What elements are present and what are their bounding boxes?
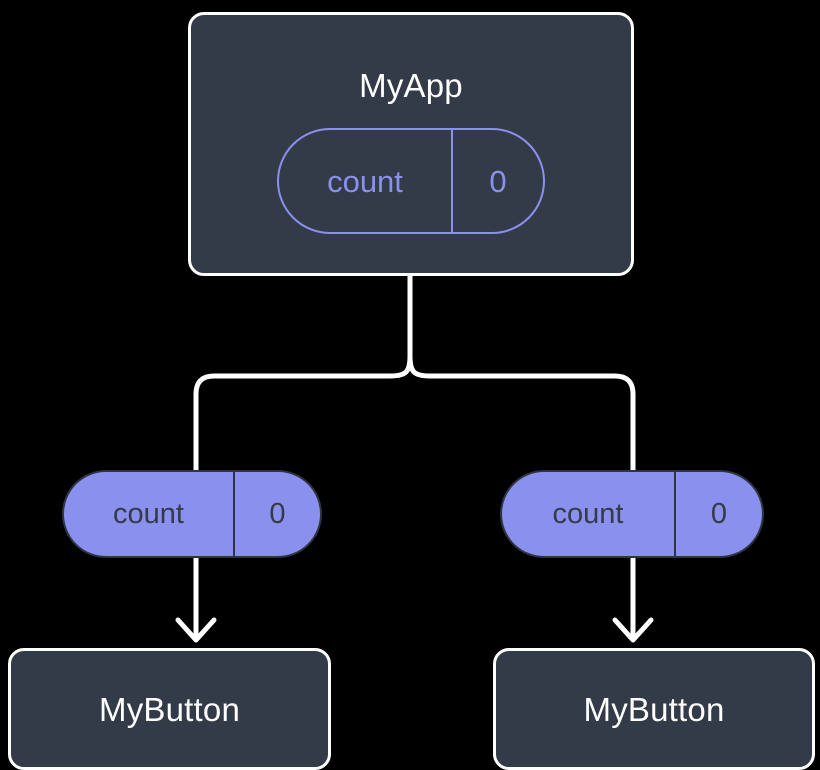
arrow-down-icon [612, 617, 654, 643]
component-label: MyButton [583, 690, 725, 728]
prop-pill-key: count [64, 472, 235, 556]
component-node-mybutton-left[interactable]: MyButton [8, 648, 331, 770]
prop-pill-value: 0 [269, 497, 286, 530]
branch-connector-icon [407, 273, 636, 473]
state-pill-key: count [279, 130, 453, 232]
state-pill-value: 0 [489, 163, 507, 199]
page-title: MyApp [359, 67, 463, 104]
branch-connector-icon [193, 273, 413, 473]
arrow-down-icon [175, 617, 217, 643]
prop-pill-key: count [502, 472, 676, 556]
prop-pill-right[interactable]: count 0 [500, 470, 764, 558]
state-pill-root[interactable]: count 0 [277, 128, 545, 234]
component-node-mybutton-right[interactable]: MyButton [493, 648, 815, 770]
component-label: MyButton [99, 690, 240, 728]
prop-pill-value: 0 [710, 497, 728, 530]
prop-pill-left[interactable]: count 0 [62, 470, 322, 558]
